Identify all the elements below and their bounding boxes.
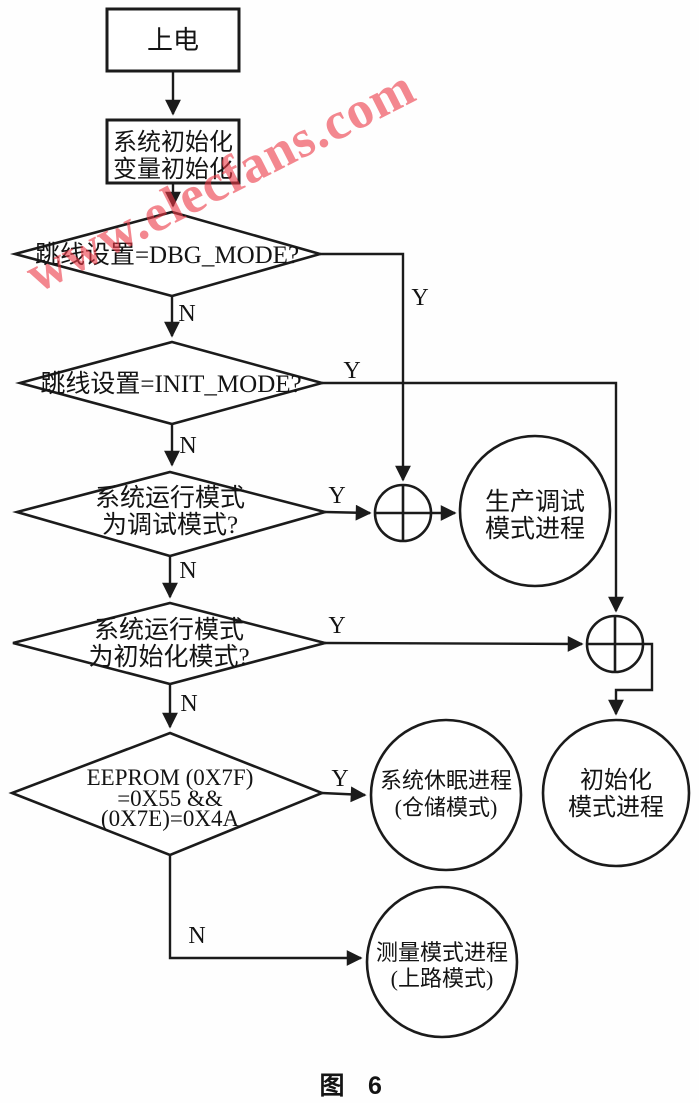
node-init-process <box>541 718 691 868</box>
figure-caption: 图 6 <box>319 1072 381 1100</box>
branch-labels: Y N Y N Y N Y N Y N <box>178 285 428 949</box>
jumper-dbg-label: 跳线设置=DBG_MODE? <box>35 241 299 269</box>
label-eeprom-no: N <box>188 923 205 949</box>
eeprom-line2: =0X55 && <box>117 786 223 811</box>
sleep-process-line2: (仓储模式) <box>395 795 498 820</box>
prod-debug-line2: 模式进程 <box>485 515 585 543</box>
junction-debug-symbol <box>373 483 433 543</box>
edge-junctioninit-to-initprocess <box>608 642 654 716</box>
sys-init-line1: 系统初始化 <box>113 129 233 156</box>
label-run-debug-yes: Y <box>328 483 345 509</box>
node-shapes <box>8 7 691 1039</box>
node-measure-process <box>365 885 519 1039</box>
eeprom-line3: (0X7E)=0X4A <box>101 806 240 831</box>
edge-eeprom-no <box>168 855 363 966</box>
power-label: 上电 <box>147 26 199 55</box>
sys-init-line2: 变量初始化 <box>113 156 233 183</box>
run-init-line1: 系统运行模式 <box>94 616 244 644</box>
label-eeprom-yes: Y <box>331 766 348 792</box>
eeprom-line1: EEPROM (0X7F) <box>87 765 254 790</box>
node-jumper-dbg <box>9 210 325 298</box>
node-sleep-process <box>369 718 523 872</box>
run-init-line2: 为初始化模式? <box>88 643 249 671</box>
label-jumper-dbg-yes: Y <box>411 285 428 311</box>
edge-rundebug-yes <box>324 504 372 521</box>
edges <box>162 71 654 966</box>
label-jumper-init-yes: Y <box>343 358 360 384</box>
node-prod-debug <box>458 434 612 588</box>
caption-number: 6 <box>368 1072 382 1100</box>
init-process-line2: 模式进程 <box>568 794 664 821</box>
node-jumper-init <box>15 340 327 426</box>
measure-process-line1: 测量模式进程 <box>376 940 508 965</box>
edge-eeprom-yes <box>321 786 367 803</box>
edge-jumperinit-yes <box>322 381 624 613</box>
run-debug-line1: 系统运行模式 <box>95 484 245 512</box>
edge-runinit-yes <box>324 636 584 652</box>
node-labels: 上电 系统初始化 变量初始化 跳线设置=DBG_MODE? 跳线设置=INIT_… <box>35 26 664 991</box>
init-process-line1: 初始化 <box>580 767 652 794</box>
node-sys-init <box>105 118 241 185</box>
label-run-debug-no: N <box>179 558 196 584</box>
run-debug-line2: 为调试模式? <box>102 511 238 539</box>
node-run-debug <box>12 470 330 558</box>
label-jumper-dbg-no: N <box>178 301 195 327</box>
label-run-init-no: N <box>180 691 197 717</box>
sleep-process-line1: 系统休眠进程 <box>380 768 512 793</box>
node-run-init <box>12 601 331 686</box>
label-run-init-yes: Y <box>328 613 345 639</box>
measure-process-line2: (上路模式) <box>391 966 494 991</box>
edge-jumperdbg-yes <box>320 252 411 482</box>
caption-label: 图 <box>319 1072 344 1100</box>
jumper-init-label: 跳线设置=INIT_MODE? <box>40 370 301 398</box>
prod-debug-line1: 生产调试 <box>485 488 585 516</box>
label-jumper-init-no: N <box>179 433 196 459</box>
node-eeprom-check <box>8 731 326 857</box>
node-power <box>105 7 241 73</box>
junction-init-symbol <box>585 614 645 674</box>
